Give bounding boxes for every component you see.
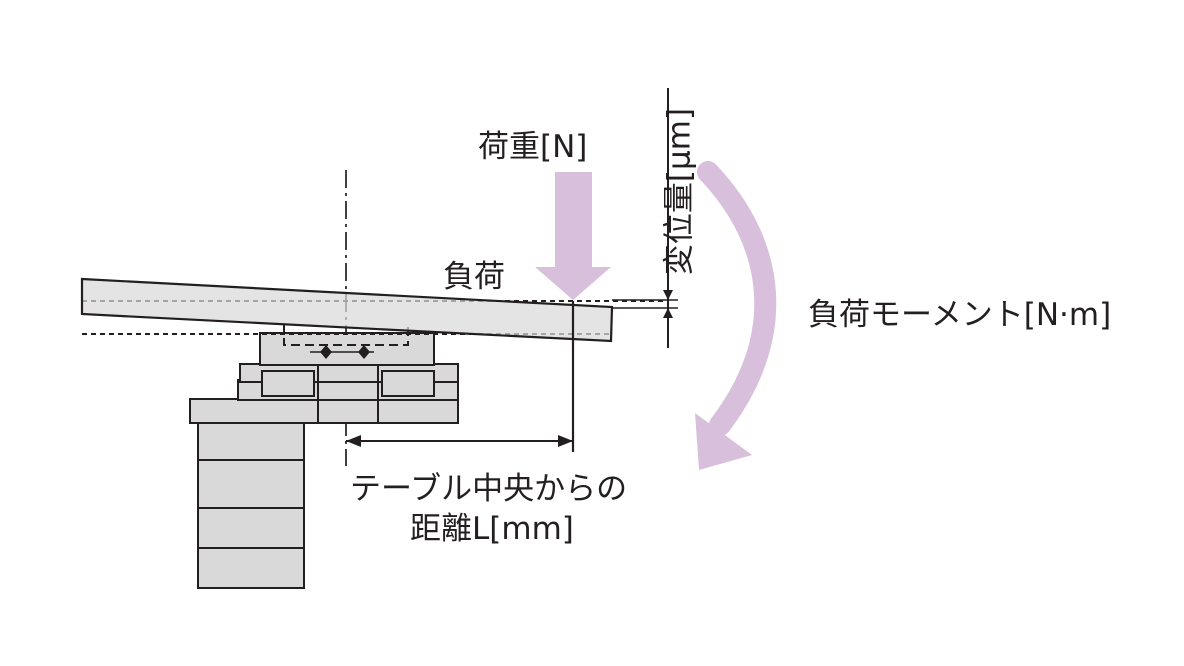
load-newton-label: 荷重[N] [478, 129, 588, 165]
displacement-markers [612, 290, 678, 318]
distance-label-line-2: 距離L[mm] [410, 511, 574, 547]
load-moment-label: 負荷モーメント[N·m] [808, 297, 1112, 333]
stage-base [189, 332, 459, 424]
displacement-label: 変位量[μm] [661, 107, 698, 276]
deflected-table [80, 277, 614, 343]
motor-body [197, 421, 305, 589]
load-arrow [535, 172, 611, 300]
moment-arrow [695, 161, 777, 470]
distance-dimension [346, 435, 573, 447]
bolt-symbols [310, 345, 374, 359]
load-label: 負荷 [443, 259, 505, 295]
distance-label-line-1: テーブル中央からの [350, 471, 628, 507]
